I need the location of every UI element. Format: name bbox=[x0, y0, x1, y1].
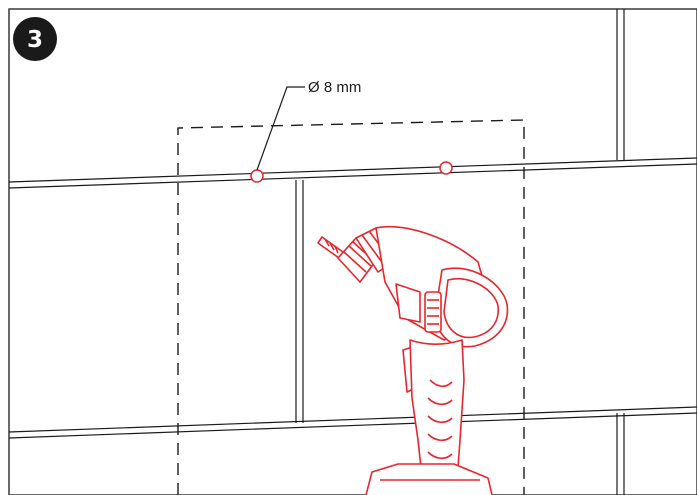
tile-wall bbox=[8, 9, 697, 495]
drill-icon bbox=[317, 226, 509, 495]
hole-diameter-label: Ø 8 mm bbox=[308, 79, 361, 96]
illustration-frame bbox=[8, 8, 697, 495]
step-number: 3 bbox=[27, 27, 43, 53]
dimension-leader bbox=[256, 86, 305, 171]
step-badge: 3 bbox=[13, 17, 57, 61]
drill-hole-marker bbox=[250, 169, 264, 183]
drill-hole-marker bbox=[439, 161, 453, 175]
mounting-template-outline bbox=[177, 119, 525, 495]
